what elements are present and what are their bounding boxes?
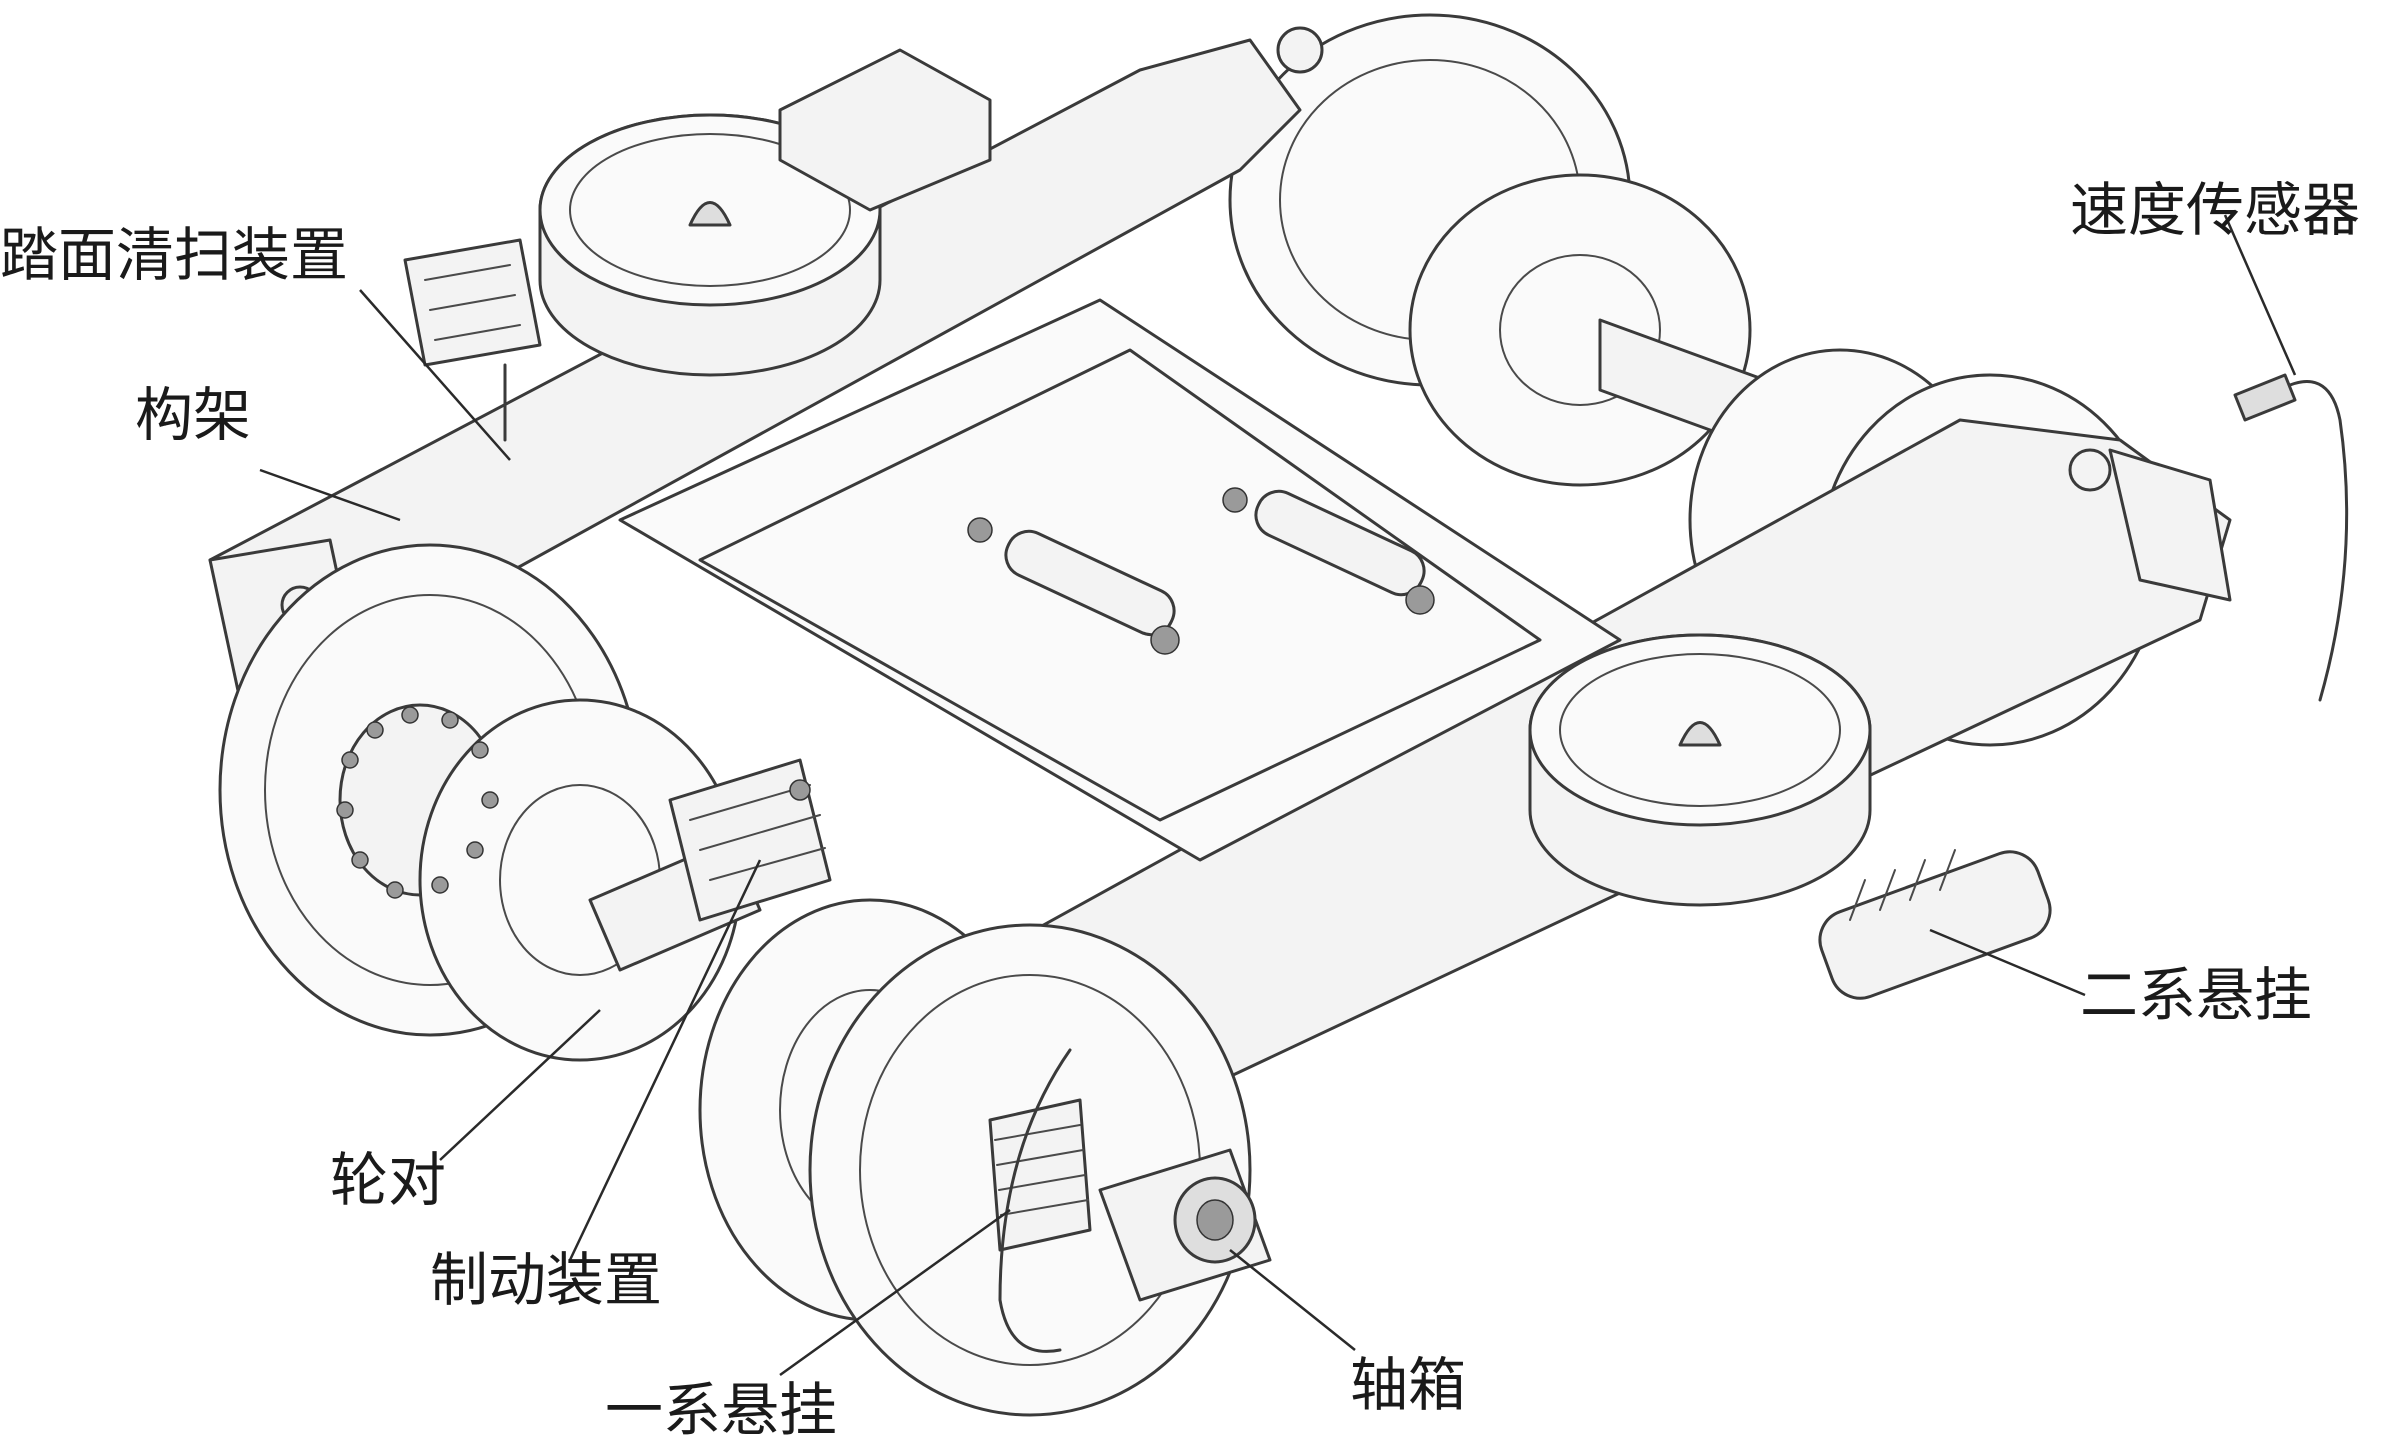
- damper-right: [1254, 489, 1426, 597]
- label-primary-suspension: 一系悬挂: [605, 1376, 837, 1440]
- label-secondary-suspension: 二系悬挂: [2080, 961, 2312, 1029]
- brake-unit-front-left: [668, 758, 832, 922]
- air-spring-right: [1528, 633, 1872, 907]
- speed-sensor: [2233, 373, 2349, 702]
- top-bracket: [778, 48, 992, 212]
- secondary-damper: [1818, 849, 2052, 1000]
- leader-frame: [259, 468, 401, 522]
- leader-speed-sensor: [2223, 214, 2297, 376]
- wheel-rear-left-inner: [1408, 173, 1752, 487]
- leader-tread-cleaner: [359, 289, 511, 461]
- tread-cleaning-device: [403, 238, 542, 442]
- leader-brake: [568, 859, 762, 1261]
- labels: 踏面清扫装置 构架 速度传感器 二系悬挂 轮对 制动装置 一系悬挂 轴箱: [0, 176, 2360, 1440]
- front-right-wheelset: [698, 898, 1252, 1417]
- label-speed-sensor: 速度传感器: [2070, 176, 2360, 244]
- label-wheelset: 轮对: [330, 1146, 446, 1214]
- primary-suspension: [988, 1048, 1092, 1353]
- leader-axle-box: [1229, 1249, 1356, 1351]
- axle-box: [1098, 1148, 1272, 1302]
- front-left-wheelset: [218, 543, 762, 1062]
- label-brake-device: 制动装置: [430, 1246, 662, 1314]
- leader-wheelset: [439, 1009, 601, 1161]
- label-tread-cleaning-device: 踏面清扫装置: [0, 221, 348, 289]
- leader-secondary-suspension: [1929, 928, 2086, 997]
- damper-left: [1004, 529, 1176, 637]
- label-frame: 构架: [135, 381, 251, 449]
- leader-primary-suspension: [779, 1208, 1011, 1377]
- label-axle-box: 轴箱: [1350, 1351, 1466, 1419]
- leader-lines: [259, 214, 2297, 1377]
